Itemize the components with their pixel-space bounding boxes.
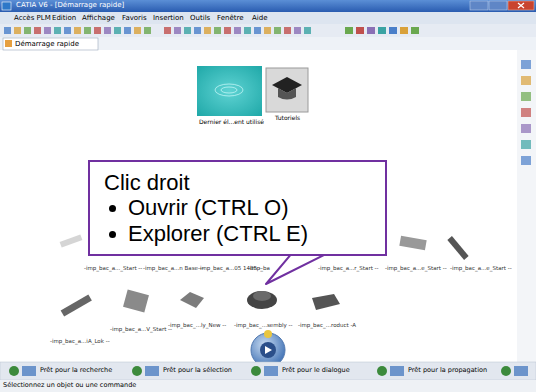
item-label: -imp_bac_a..._Start --	[84, 265, 142, 271]
item-label: -imp_bac_a...e_Start --	[385, 265, 447, 271]
item-label: -imp_ba	[248, 265, 270, 271]
recent-tile-graphic	[215, 84, 243, 96]
tab-strip	[0, 37, 536, 50]
compass-hub	[260, 342, 276, 358]
status-text: Prêt pour la propagation	[408, 367, 487, 374]
callout-bullet: Ouvrir (CTRL O)	[104, 195, 371, 220]
part-icons-row2	[61, 289, 340, 316]
menu-item: Outils	[190, 14, 210, 22]
status-text: Sélectionnez un objet ou une commande	[3, 382, 136, 389]
callout-box: Clic droitOuvrir (CTRL O)Explorer (CTRL …	[88, 160, 387, 256]
app-icon	[2, 2, 11, 10]
item-label: -imp_bac_a...V_Start --	[110, 326, 172, 332]
item-label: -imp_bac_...ly_New --	[168, 322, 226, 328]
callout-heading: Clic droit	[104, 170, 371, 195]
tab	[3, 38, 98, 50]
mortarboard	[272, 77, 302, 93]
menu-item: Accès PLM	[14, 14, 51, 22]
tab-icon	[5, 40, 12, 47]
bullet-dot	[109, 231, 116, 238]
status-icons	[9, 366, 528, 376]
title-bar	[0, 0, 536, 12]
item-label: -imp_bac_...roduct -A	[298, 322, 356, 328]
toolbar-icons	[4, 27, 419, 34]
item-label: Démarrage rapide	[15, 40, 79, 48]
callout-bullet: Explorer (CTRL E)	[104, 221, 371, 246]
status-text: Prêt pour la sélection	[163, 367, 232, 374]
prompt-bar	[0, 380, 536, 392]
menu-item: Aide	[252, 14, 267, 22]
item-label: Dernier él...ent utilisé	[199, 119, 264, 126]
compass-play	[265, 346, 272, 354]
tutorial-tile	[266, 68, 308, 112]
bullet-dot	[109, 205, 116, 212]
toolbar	[0, 24, 536, 37]
minimize-button	[470, 1, 488, 10]
status-text: Prêt pour le dialogue	[282, 367, 350, 374]
menu-item: Insertion	[153, 14, 184, 22]
close-cross	[518, 3, 524, 8]
item-label: -imp_bac_...sembly --	[234, 322, 293, 328]
item-label: Tutoriels	[275, 115, 300, 122]
right-toolbar-icons	[521, 60, 531, 165]
maximize-button	[489, 1, 507, 10]
mortarboard-cap	[278, 88, 296, 100]
item-label: -imp_bac_a...iA_Lok --	[50, 338, 110, 344]
item-label: -imp_bac_a...n Base --	[143, 265, 204, 271]
menu-item: Affichage	[82, 14, 115, 22]
menu-item: Fenêtre	[217, 14, 243, 22]
close-button	[508, 1, 534, 10]
compass-knob	[264, 330, 272, 338]
item-label: -imp_bac_a...r_Start --	[318, 265, 379, 271]
menu-item: Favoris	[122, 14, 147, 22]
window-title: CATIA V6 - [Démarrage rapide]	[16, 1, 124, 9]
menu-bar	[0, 12, 536, 24]
status-text: Prêt pour la recherche	[40, 367, 112, 374]
status-bar	[0, 362, 536, 380]
menu-item: Edition	[52, 14, 76, 22]
recent-tile	[197, 66, 262, 116]
right-toolbar	[517, 50, 536, 362]
item-label: -imp_bac_a...e_Start --	[450, 265, 512, 271]
